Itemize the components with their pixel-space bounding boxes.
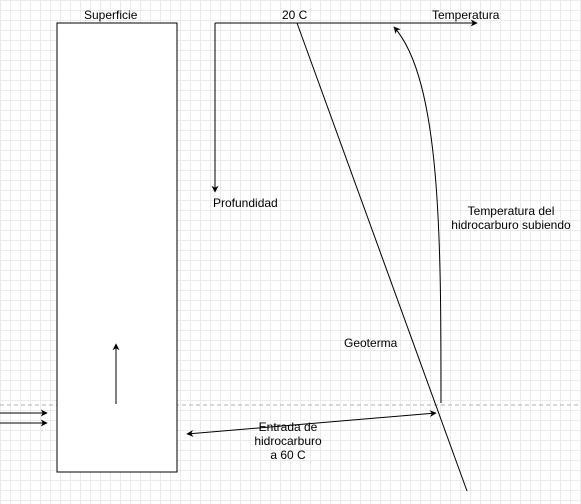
inflow-label: Entrada de hidrocarburo a 60 C bbox=[254, 420, 322, 462]
inflow-connector-arrow[interactable] bbox=[186, 410, 437, 437]
hydrocarbon-temperature-curve[interactable] bbox=[393, 26, 442, 404]
well-label: Superficie bbox=[84, 8, 138, 22]
geotherm-label: Geoterma bbox=[344, 336, 398, 350]
hydrocarbon-temp-label: Temperatura del hidrocarburo subiendo bbox=[451, 204, 571, 232]
depth-axis-label: Profundidad bbox=[213, 196, 278, 210]
temperature-axis-label: Temperatura bbox=[432, 8, 500, 22]
well-box[interactable] bbox=[56, 22, 178, 473]
geotherm-line[interactable] bbox=[296, 22, 468, 492]
surface-temp-label: 20 C bbox=[282, 8, 308, 22]
